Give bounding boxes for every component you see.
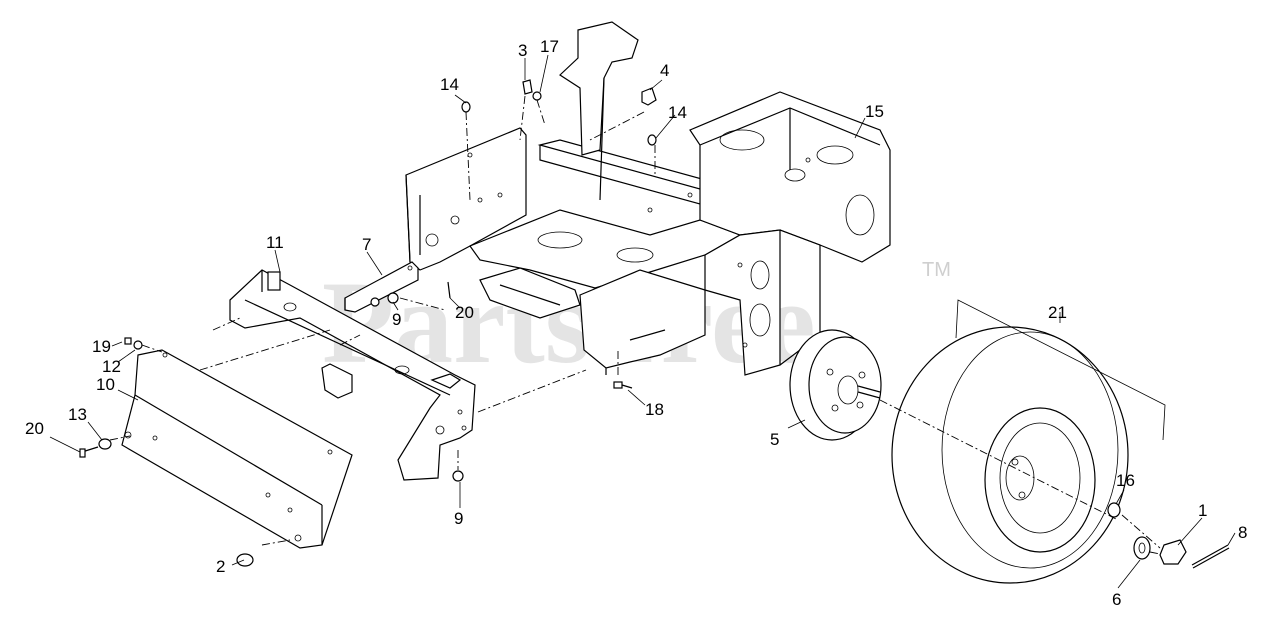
callouts: 1 2 3 4 5 6 7 8 9 9 10 11 12 13 14 14 15… — [25, 37, 1247, 609]
watermark-trademark: TM — [922, 259, 951, 281]
tire-wheel — [891, 326, 1129, 584]
callout-15: 15 — [865, 102, 884, 121]
callout-14a: 14 — [440, 75, 459, 94]
callout-12: 12 — [102, 357, 121, 376]
callout-10: 10 — [96, 375, 115, 394]
callout-14b: 14 — [668, 103, 687, 122]
callout-11: 11 — [266, 233, 284, 252]
callout-2: 2 — [216, 557, 225, 576]
callout-4: 4 — [660, 61, 669, 80]
callout-18: 18 — [645, 400, 664, 419]
callout-5: 5 — [770, 430, 779, 449]
callout-16: 16 — [1116, 471, 1135, 490]
callout-17: 17 — [540, 37, 559, 56]
assembly-lines — [109, 95, 1161, 555]
callout-20b: 20 — [455, 303, 474, 322]
front-bumper — [229, 269, 476, 481]
callout-8: 8 — [1238, 523, 1247, 542]
callout-13: 13 — [68, 405, 87, 424]
callout-9a: 9 — [392, 310, 401, 329]
callout-6: 6 — [1112, 590, 1121, 609]
main-frame — [405, 21, 891, 376]
callout-1: 1 — [1198, 501, 1207, 520]
callout-19: 19 — [92, 337, 111, 356]
skid-plate — [121, 349, 353, 549]
leader-lines — [49, 54, 1236, 589]
callout-20a: 20 — [25, 419, 44, 438]
callout-3: 3 — [518, 41, 527, 60]
callout-9b: 9 — [454, 509, 463, 528]
bracket-7 — [344, 261, 419, 313]
wheel-hub — [789, 329, 882, 441]
callout-21: 21 — [1048, 303, 1067, 322]
callout-7: 7 — [362, 235, 371, 254]
